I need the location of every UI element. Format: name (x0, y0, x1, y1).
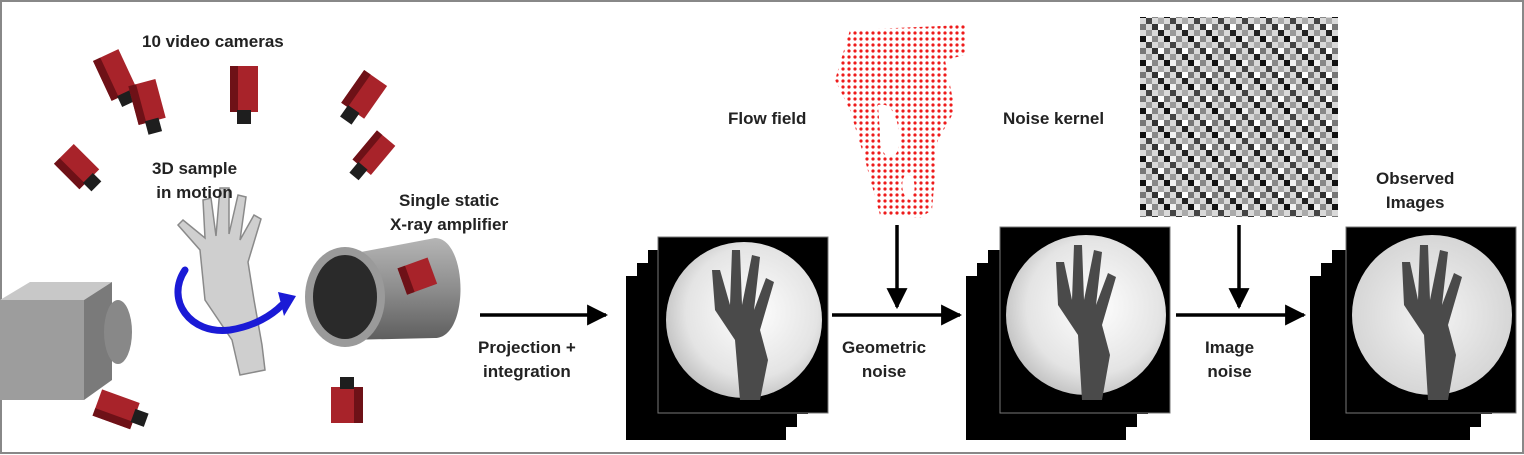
xray-amplifier-icon (305, 238, 461, 347)
noise-kernel-label: Noise kernel (1003, 107, 1104, 131)
noise-kernel-image (1140, 17, 1338, 217)
geometric-noise-stack (966, 227, 1170, 440)
projected-images-stack (626, 237, 828, 440)
cameras-label: 10 video cameras (142, 30, 284, 54)
projection-label: Projection +integration (478, 336, 576, 384)
observed-images-stack (1310, 227, 1516, 440)
flow-field-label: Flow field (728, 107, 806, 131)
